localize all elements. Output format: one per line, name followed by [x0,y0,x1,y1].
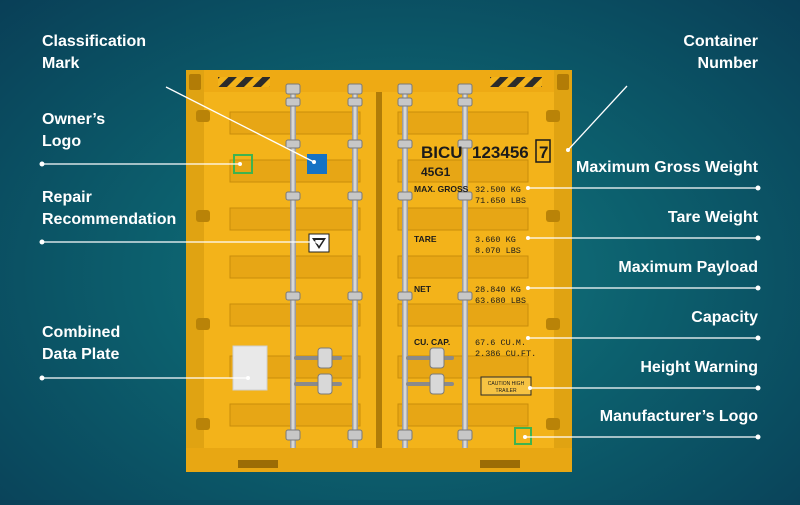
label-combined-data-plate: Combined Data Plate [42,322,120,366]
label-line: Container [683,33,758,50]
label-line: Data Plate [42,346,120,363]
locking-rods [285,83,473,461]
row-label: MAX. GROSS [414,184,469,194]
row-value: 8.070 LBS [475,246,521,256]
top-hazard-stripe-left [218,77,270,87]
serial-number: 123456 [472,143,529,162]
row-value: 71.650 LBS [475,196,526,206]
label-maximum-payload: Maximum Payload [618,259,758,276]
label-line: Number [697,55,758,72]
row-label: NET [414,284,432,294]
owner-code: BICU [421,143,463,162]
label-maximum-gross-weight: Maximum Gross Weight [576,159,758,176]
callout-lines [42,85,758,438]
top-hazard-stripe-right [490,77,542,87]
label-capacity: Capacity [691,309,758,326]
row-label: TARE [414,234,437,244]
label-line: Logo [42,133,82,150]
caution-line-2: TRAILER [495,388,517,394]
row-value: 63.680 LBS [475,296,526,306]
label-container-number: Container Number [683,31,758,75]
check-digit-box [535,139,551,163]
label-line: Owner’s [42,111,106,128]
label-classification-mark: Classification Mark [42,31,146,75]
manufacturer-logo-icon [514,427,532,445]
label-height-warning: Height Warning [640,359,758,376]
callout-dots [39,148,761,440]
row-label: CU. CAP. [414,337,450,347]
check-digit: 7 [539,143,548,162]
label-line: Repair [42,189,92,206]
row-value: 2.386 CU.FT. [475,349,536,359]
container-front [186,70,572,472]
label-owners-logo: Owner’s Logo [42,109,105,153]
label-repair-recommendation: Repair Recommendation [42,187,176,231]
row-value: 67.6 CU.M. [475,338,526,348]
label-line: Recommendation [42,211,177,228]
label-line: Combined [42,324,121,341]
caution-line-1: CAUTION HIGH [488,381,525,387]
combined-data-plate-icon [232,345,268,391]
row-value: 32.500 KG [475,185,521,195]
label-line: Classification [42,33,147,50]
row-value: 3.660 KG [475,235,516,245]
label-line: Mark [42,55,80,72]
label-tare-weight: Tare Weight [667,209,758,226]
classification-mark-icon [307,154,327,174]
height-warning-sticker: CAUTION HIGH TRAILER [480,376,532,396]
label-manufacturers-logo: Manufacturer’s Logo [599,408,758,425]
row-value: 28.840 KG [475,285,521,295]
size-type-code: 45G1 [421,165,451,179]
